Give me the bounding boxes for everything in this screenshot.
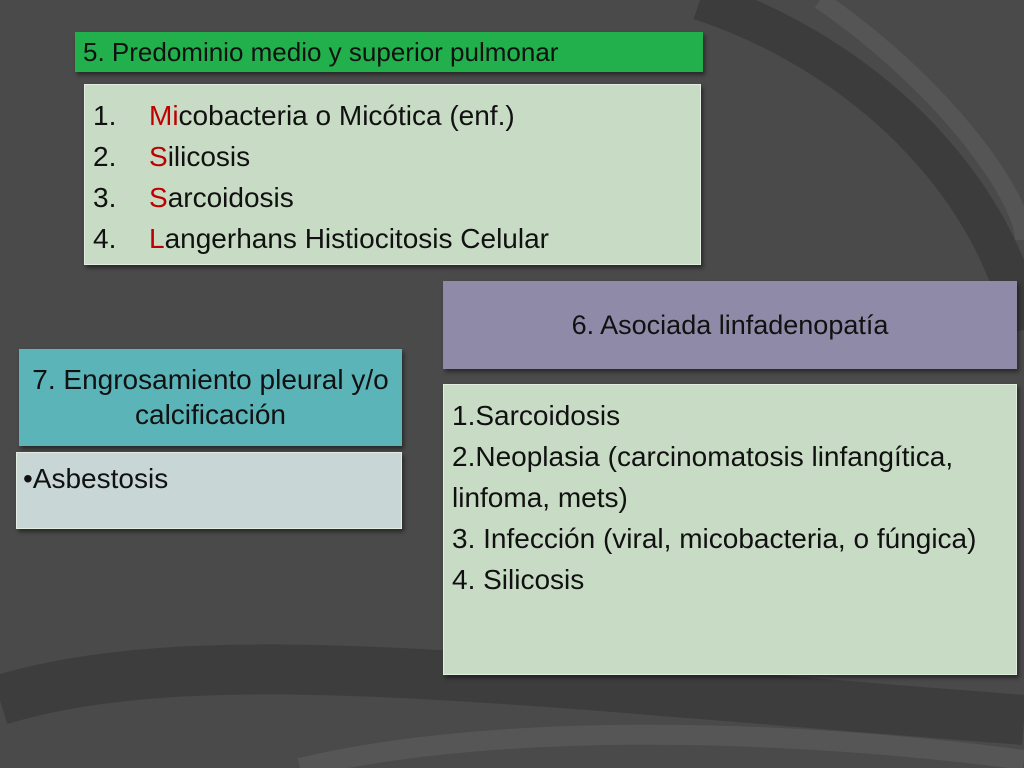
list-item: 2. Silicosis	[85, 136, 700, 177]
section5-title: 5. Predominio medio y superior pulmonar	[75, 32, 703, 72]
list-item: 3. Sarcoidosis	[85, 177, 700, 218]
section5-title-text: 5. Predominio medio y superior pulmonar	[83, 37, 559, 67]
list-item: 4. Langerhans Histiocitosis Celular	[85, 218, 700, 259]
list-item: 3. Infección (viral, micobacteria, o fún…	[452, 523, 977, 554]
section6-title: 6. Asociada linfadenopatía	[443, 281, 1017, 369]
list-item: 1. Micobacteria o Micótica (enf.)	[85, 95, 700, 136]
section5-list: 1. Micobacteria o Micótica (enf.) 2. Sil…	[85, 85, 700, 259]
list-item: 2.Neoplasia (carcinomatosis linfangítica…	[452, 441, 954, 513]
list-item-lead: S	[149, 141, 168, 172]
list-item: •Asbestosis	[23, 463, 169, 494]
section6-title-text: 6. Asociada linfadenopatía	[571, 309, 889, 340]
list-item-lead: S	[149, 182, 168, 213]
list-item-rest: cobacteria o Micótica (enf.)	[178, 100, 515, 131]
section7-title-text: 7. Engrosamiento pleural y/o calcificaci…	[32, 364, 389, 430]
list-item-rest: angerhans Histiocitosis Celular	[164, 223, 549, 254]
list-item-number: 4.	[93, 223, 117, 254]
list-item-number: 2.	[93, 141, 117, 172]
list-item-rest: arcoidosis	[167, 182, 294, 213]
list-item: 1.Sarcoidosis	[452, 400, 621, 431]
section7-list-box: •Asbestosis	[16, 452, 402, 529]
list-item-lead: L	[149, 223, 165, 254]
section7-title: 7. Engrosamiento pleural y/o calcificaci…	[19, 349, 402, 446]
list-item-rest: ilicosis	[167, 141, 251, 172]
list-item-number: 1.	[93, 100, 117, 131]
list-item: 4. Silicosis	[452, 564, 585, 595]
list-item-lead: Mi	[149, 100, 179, 131]
section6-list-box: 1.Sarcoidosis 2.Neoplasia (carcinomatosi…	[443, 384, 1017, 675]
section5-list-box: 1. Micobacteria o Micótica (enf.) 2. Sil…	[84, 84, 701, 265]
list-item-number: 3.	[93, 182, 117, 213]
